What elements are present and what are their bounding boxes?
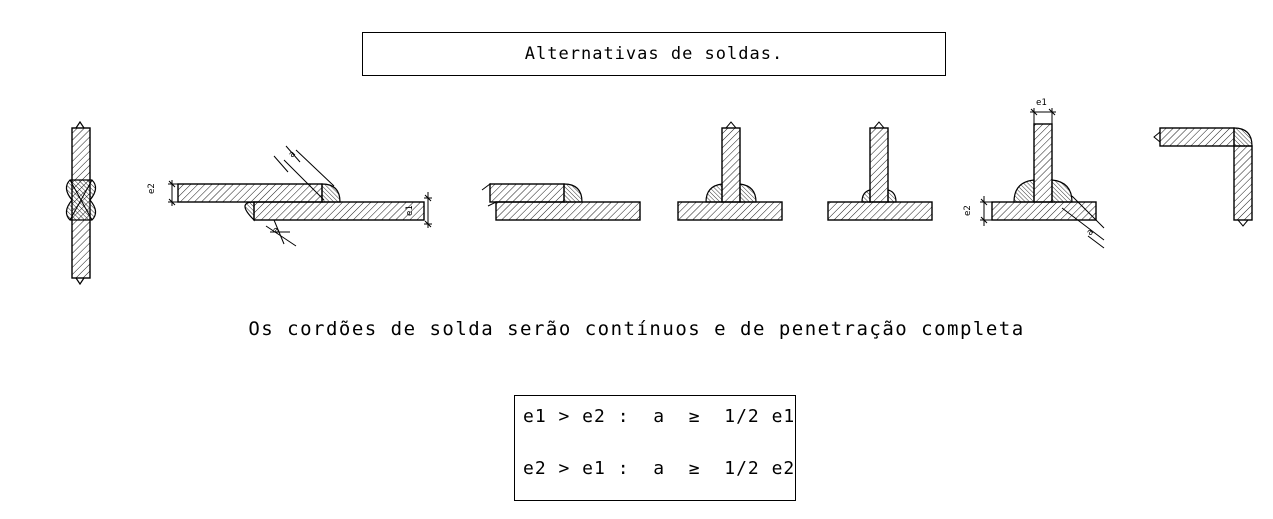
e1-label: e1 (405, 205, 415, 216)
title-box: Alternativas de soldas. (362, 32, 946, 76)
t-joint-fillet-2 (827, 121, 933, 221)
formula-line-1: e1 > e2 : a ≥ 1/2 e1 (523, 406, 796, 427)
e1-label: e1 (1036, 98, 1047, 108)
weld-note: Os cordões de solda serão contínuos e de… (248, 318, 1025, 340)
lap-joint-simple (481, 183, 641, 221)
a-label-bottom: a (271, 225, 282, 236)
corner-joint (1153, 127, 1253, 227)
title-text: Alternativas de soldas. (524, 44, 784, 64)
a-label-top: a (287, 149, 298, 160)
t-joint-dimensioned: e1 e2 a (963, 98, 1105, 249)
e2-label: e2 (963, 205, 973, 216)
formula-box: e1 > e2 : a ≥ 1/2 e1 e2 > e1 : a ≥ 1/2 e… (514, 395, 796, 501)
t-joint-fillet-1 (677, 121, 783, 221)
formula-line-2: e2 > e1 : a ≥ 1/2 e2 (523, 458, 796, 479)
a-label: a (1085, 227, 1096, 238)
butt-weld-vertical (65, 120, 97, 286)
e2-label: e2 (147, 183, 157, 194)
lap-joint-dimensioned: e2 e1 a a (147, 145, 432, 247)
